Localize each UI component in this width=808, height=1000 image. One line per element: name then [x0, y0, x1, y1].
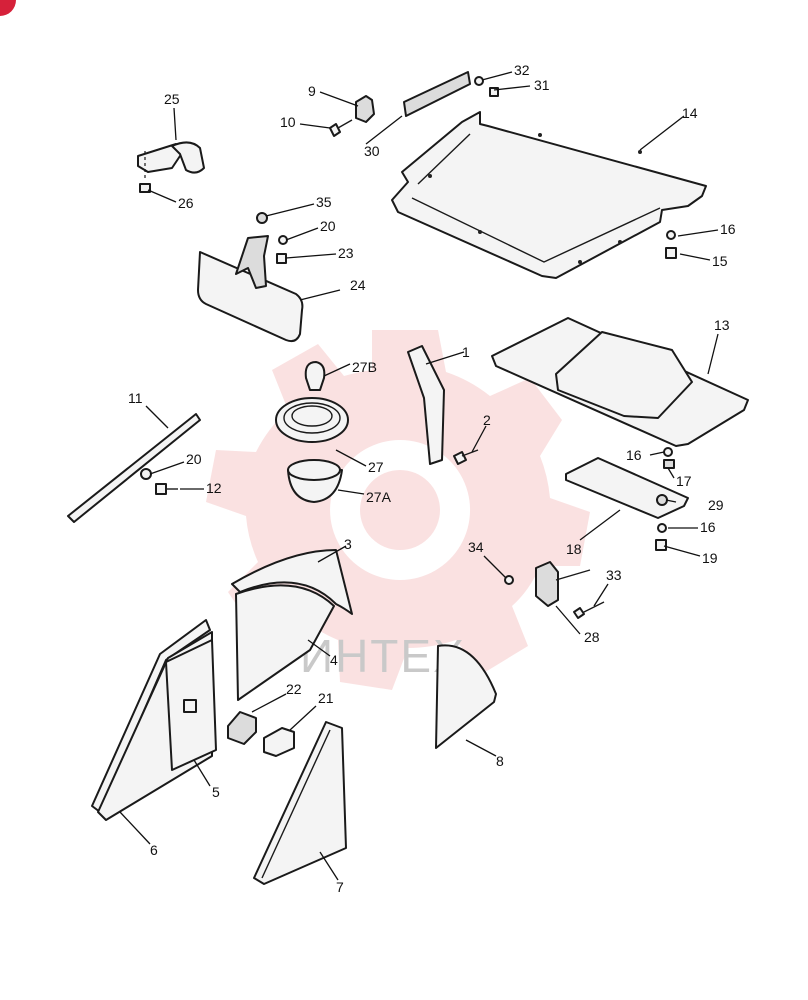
- part-8-quarter-window: [435, 644, 497, 749]
- callout-21: 21: [318, 690, 334, 706]
- callout-2: 2: [483, 412, 491, 428]
- callout-22: 22: [286, 681, 302, 697]
- part-9-clip: [355, 95, 375, 123]
- callout-23: 23: [338, 245, 354, 261]
- part-21-block: [263, 727, 295, 757]
- callout-32: 32: [514, 62, 530, 78]
- callout-30: 30: [364, 143, 380, 159]
- watermark-text: ИНТЕХ: [300, 630, 466, 682]
- callout-15: 15: [712, 253, 728, 269]
- part-24-sun-visor: [197, 235, 304, 343]
- callout-5: 5: [212, 784, 220, 800]
- part-30-strip: [403, 71, 471, 117]
- callout-34: 34: [468, 539, 484, 555]
- part-22-grille: [227, 711, 257, 745]
- callout-13: 13: [714, 317, 730, 333]
- part-4-window: [235, 584, 335, 701]
- part-16-washer-mid: [663, 447, 673, 457]
- callout-27a: 27A: [366, 489, 392, 505]
- part-15-screw: [665, 247, 677, 259]
- callout-28: 28: [584, 629, 600, 645]
- part-19-screw: [655, 539, 667, 551]
- part-34-washer: [504, 575, 514, 585]
- part-20-washer-upper: [278, 235, 288, 245]
- callout-20b: 20: [186, 451, 202, 467]
- part-7-triangle-panel: [253, 721, 347, 885]
- callout-1: 1: [462, 344, 470, 360]
- part-10-screw: [329, 119, 353, 137]
- part-28-latch: [535, 561, 591, 607]
- part-27b-bulb: [304, 361, 326, 391]
- callout-20a: 20: [320, 218, 336, 234]
- part-20-washer-lower: [140, 468, 152, 480]
- part-26-screw: [139, 150, 151, 193]
- part-35-nut: [256, 212, 268, 224]
- callout-14: 14: [682, 105, 698, 121]
- part-16-washer-low: [657, 523, 667, 533]
- leader-lines: [119, 71, 719, 881]
- callout-12: 12: [206, 480, 222, 496]
- callout-8: 8: [496, 753, 504, 769]
- part-27a-lamp-lens: [287, 459, 343, 503]
- part-29-nut: [656, 494, 668, 506]
- part-12-screw: [155, 483, 178, 495]
- callout-27: 27: [368, 459, 384, 475]
- callout-29: 29: [708, 497, 724, 513]
- part-33-screw: [573, 601, 605, 619]
- callout-33: 33: [606, 567, 622, 583]
- corner-badge: [0, 0, 16, 16]
- callout-26: 26: [178, 195, 194, 211]
- callout-19: 19: [702, 550, 718, 566]
- part-16-washer-top: [666, 230, 676, 240]
- callout-35: 35: [316, 194, 332, 210]
- part-27-lamp-ring: [275, 397, 349, 443]
- callout-6: 6: [150, 842, 158, 858]
- part-23-screw: [276, 253, 287, 264]
- callout-labels: 1 2 3 4 5 6 7 8 9 10 11 12 13 14 15 16 1…: [128, 62, 736, 895]
- callout-7: 7: [336, 879, 344, 895]
- callout-24: 24: [350, 277, 366, 293]
- callout-16a: 16: [720, 221, 736, 237]
- part-5-panel: [165, 639, 217, 771]
- callout-25: 25: [164, 91, 180, 107]
- callout-11: 11: [128, 390, 143, 406]
- callout-3: 3: [344, 536, 352, 552]
- callout-4: 4: [330, 652, 338, 668]
- part-17-nut: [663, 459, 675, 469]
- callout-16c: 16: [700, 519, 716, 535]
- part-1-pillar: [407, 345, 445, 465]
- part-2-screw: [453, 449, 479, 465]
- callout-10: 10: [280, 114, 296, 130]
- callout-17: 17: [676, 473, 692, 489]
- callout-9: 9: [308, 83, 316, 99]
- callout-18: 18: [566, 541, 582, 557]
- part-14-roof-panel: [391, 111, 707, 279]
- part-25-bracket: [137, 141, 205, 174]
- callout-16b: 16: [626, 447, 642, 463]
- part-11-rod: [67, 413, 201, 523]
- callout-31: 31: [534, 77, 550, 93]
- part-3-arched-trim: [231, 549, 353, 615]
- part-31-32-fasteners: [474, 76, 499, 97]
- part-13-dome-panel: [491, 317, 749, 447]
- callout-27b: 27B: [352, 359, 377, 375]
